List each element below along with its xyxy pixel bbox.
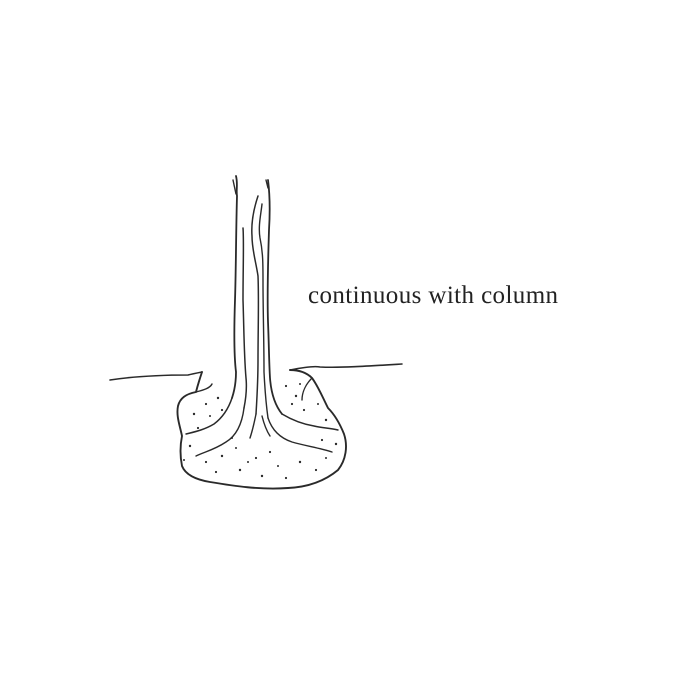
column-center-line-b [258,203,269,419]
footing-shoulders [195,377,313,401]
column-center-line-a [251,195,260,415]
annotation-label: continuous with column [308,282,559,309]
footing-flare-right-inner [267,417,333,453]
ground-line [109,363,403,381]
footing-flare-right [281,413,339,431]
footing-outline [176,369,347,490]
footing-flare-left-inner [195,407,245,457]
footing-center-split [249,413,271,439]
column-inner-left [242,227,248,409]
concrete-stipple [183,383,338,480]
footing-flare-left [185,397,233,435]
column-top-marks [232,179,269,195]
column-left-edge [231,175,238,399]
column-right-edge [266,179,283,415]
